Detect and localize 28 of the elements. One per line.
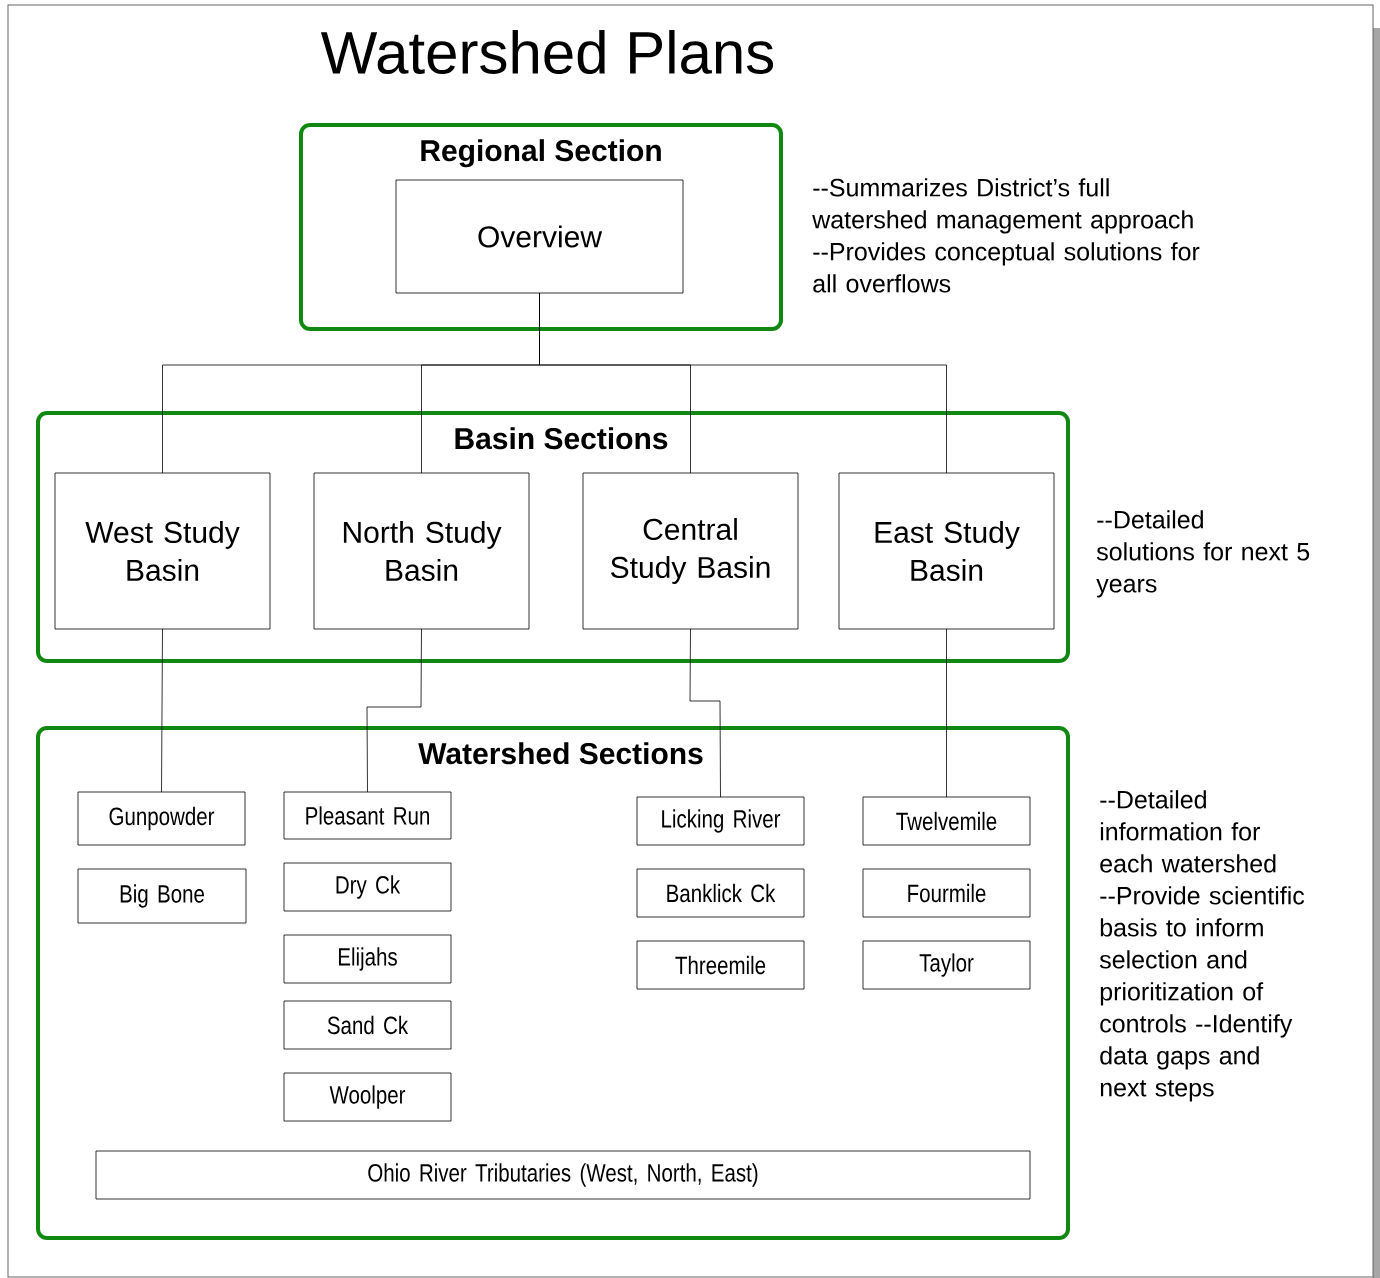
box: Dry Ck xyxy=(283,862,452,912)
title: Watershed Plans xyxy=(320,30,774,75)
box: Gunpowder xyxy=(77,791,246,846)
box: Elijahs xyxy=(283,934,452,984)
box: West Study Basin xyxy=(54,472,271,630)
box: Overview xyxy=(395,179,684,294)
note: --Summarizes District’s full watershed management approach --Provides conceptual solutions for all overflows xyxy=(812,178,1200,293)
box: East Study Basin xyxy=(838,472,1055,630)
box: Sand Ck xyxy=(283,1000,452,1050)
connector-line xyxy=(946,628,947,798)
note: --Detailed solutions for next 5 years xyxy=(1096,510,1310,598)
box: Ohio River Tributaries (West, North, East) xyxy=(95,1150,1031,1200)
box: Banklick Ck xyxy=(636,868,805,918)
note: --Detailed information for each watershed --Provide scientific basis to inform selection and prioritization of controls --Identify data gaps and next steps xyxy=(1099,790,1305,1102)
box: Big Bone xyxy=(77,868,247,924)
box: North Study Basin xyxy=(313,472,530,630)
box: Taylor xyxy=(862,940,1031,990)
box: Twelvemile xyxy=(862,796,1031,846)
connector-line xyxy=(366,628,422,793)
connector-line xyxy=(689,628,721,798)
box: Pleasant Run xyxy=(283,791,452,840)
box: Fourmile xyxy=(862,868,1031,918)
connector-line xyxy=(539,292,947,474)
box: Central Study Basin xyxy=(582,472,799,630)
box: Threemile xyxy=(636,940,805,990)
box: Licking River xyxy=(636,796,805,846)
box: Woolper xyxy=(283,1072,452,1122)
connector-line xyxy=(161,628,163,793)
